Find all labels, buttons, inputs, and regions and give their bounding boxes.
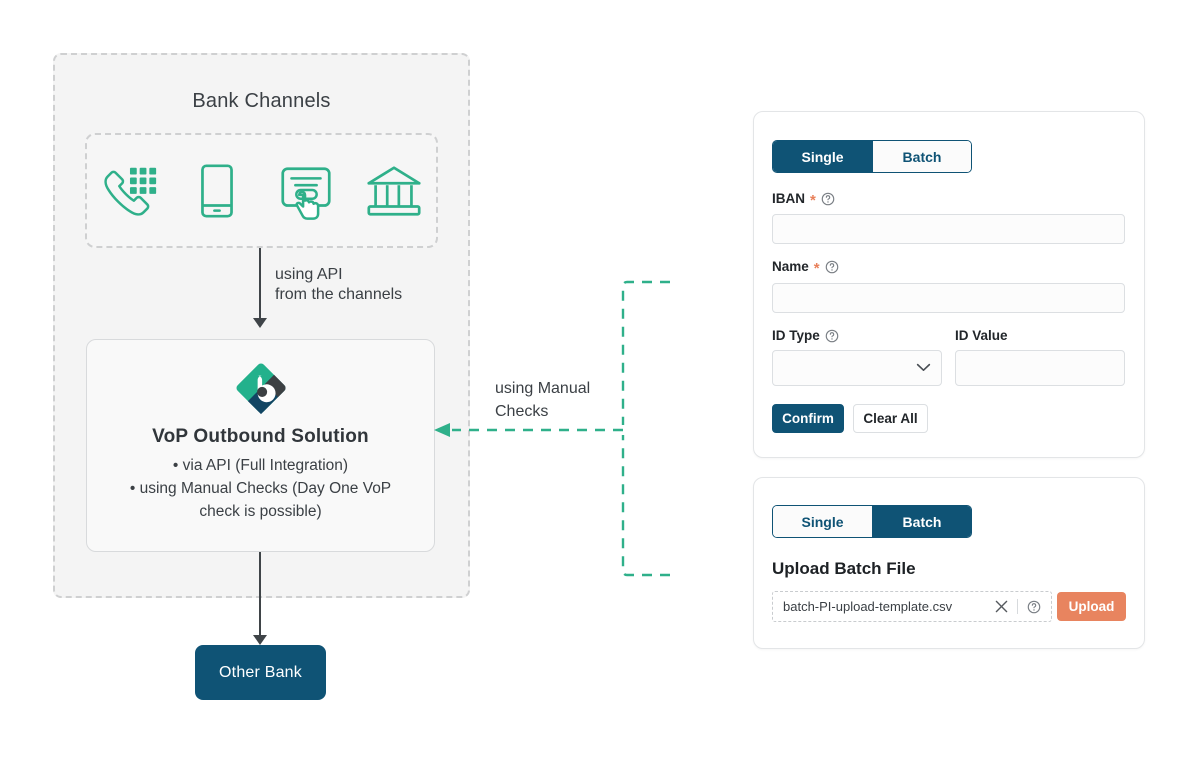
id-value-input[interactable] xyxy=(955,350,1125,386)
vop-bullet-1: • using Manual Checks (Day One VoP xyxy=(129,480,392,497)
name-input[interactable] xyxy=(772,283,1125,313)
vop-bullet-0: • via API (Full Integration) xyxy=(172,457,349,474)
arrow-channels-to-vop xyxy=(259,248,261,320)
id-type-label-text: ID Type xyxy=(772,328,820,343)
arrow-vop-to-other-bank xyxy=(259,552,261,637)
manual-checks-connector xyxy=(434,280,670,577)
confirm-button[interactable]: Confirm xyxy=(772,404,844,433)
batch-file-name: batch-PI-upload-template.csv xyxy=(783,599,953,614)
arrow-channels-to-vop-head xyxy=(253,318,267,328)
iban-input[interactable] xyxy=(772,214,1125,244)
batch-file-field[interactable]: batch-PI-upload-template.csv xyxy=(772,591,1052,622)
bank-solution-diamond-logo xyxy=(235,363,286,415)
tab-single-active[interactable]: Single xyxy=(773,141,872,172)
name-help-icon[interactable] xyxy=(825,260,839,274)
mobile-phone-icon xyxy=(201,163,234,218)
vop-card-title: VoP Outbound Solution xyxy=(152,426,369,447)
upload-button-label: Upload xyxy=(1068,599,1115,614)
upload-batch-file-title: Upload Batch File xyxy=(772,559,916,578)
channel-icons-row xyxy=(85,133,438,248)
chevron-down-icon xyxy=(916,363,931,372)
using-api-label: using API from the channels xyxy=(275,265,402,305)
tab-batch-active[interactable]: Batch xyxy=(872,506,971,537)
iban-required-asterisk: * xyxy=(810,191,816,209)
manual-checks-label-line2: Checks xyxy=(495,403,549,420)
batch-card-tab-group[interactable]: Single Batch xyxy=(772,505,972,538)
bank-channels-title: Bank Channels xyxy=(192,90,331,112)
batch-file-help-icon[interactable] xyxy=(1027,600,1041,614)
id-type-help-icon[interactable] xyxy=(825,329,839,343)
clear-all-button[interactable]: Clear All xyxy=(853,404,928,433)
name-label: Name * xyxy=(772,259,839,277)
iban-help-icon[interactable] xyxy=(821,192,835,206)
iban-label-text: IBAN xyxy=(772,191,805,206)
manual-checks-label: using Manual Checks xyxy=(495,377,590,423)
arrow-vop-to-other-bank-head xyxy=(253,635,267,645)
using-api-label-line2: from the channels xyxy=(275,286,403,303)
upload-button[interactable]: Upload xyxy=(1057,592,1126,621)
other-bank-label: Other Bank xyxy=(219,663,302,681)
iban-label: IBAN * xyxy=(772,191,835,209)
manual-checks-label-line1: using Manual xyxy=(495,380,591,397)
single-card-tab-group[interactable]: Single Batch xyxy=(772,140,972,173)
using-api-label-line1: using API xyxy=(275,266,343,283)
tab-single-inactive[interactable]: Single xyxy=(773,506,872,537)
id-type-select[interactable] xyxy=(772,350,942,386)
id-type-label: ID Type xyxy=(772,328,839,343)
name-required-asterisk: * xyxy=(813,259,820,277)
clear-all-button-label: Clear All xyxy=(863,411,918,426)
bank-building-icon xyxy=(367,165,421,216)
id-value-label-text: ID Value xyxy=(955,328,1008,343)
vop-bullet-2: check is possible) xyxy=(199,503,322,520)
vop-card-bullets: • via API (Full Integration) • using Man… xyxy=(101,454,421,523)
name-label-text: Name xyxy=(772,259,809,274)
online-form-click-icon xyxy=(281,166,331,220)
confirm-button-label: Confirm xyxy=(782,411,834,426)
phone-keypad-icon xyxy=(104,167,157,216)
tab-batch-inactive[interactable]: Batch xyxy=(872,141,971,172)
other-bank-node: Other Bank xyxy=(195,645,326,700)
vop-outbound-solution-card: VoP Outbound Solution • via API (Full In… xyxy=(86,339,435,552)
id-value-label: ID Value xyxy=(955,328,1008,343)
file-field-divider xyxy=(1017,599,1018,614)
clear-file-close-icon[interactable] xyxy=(995,600,1008,613)
